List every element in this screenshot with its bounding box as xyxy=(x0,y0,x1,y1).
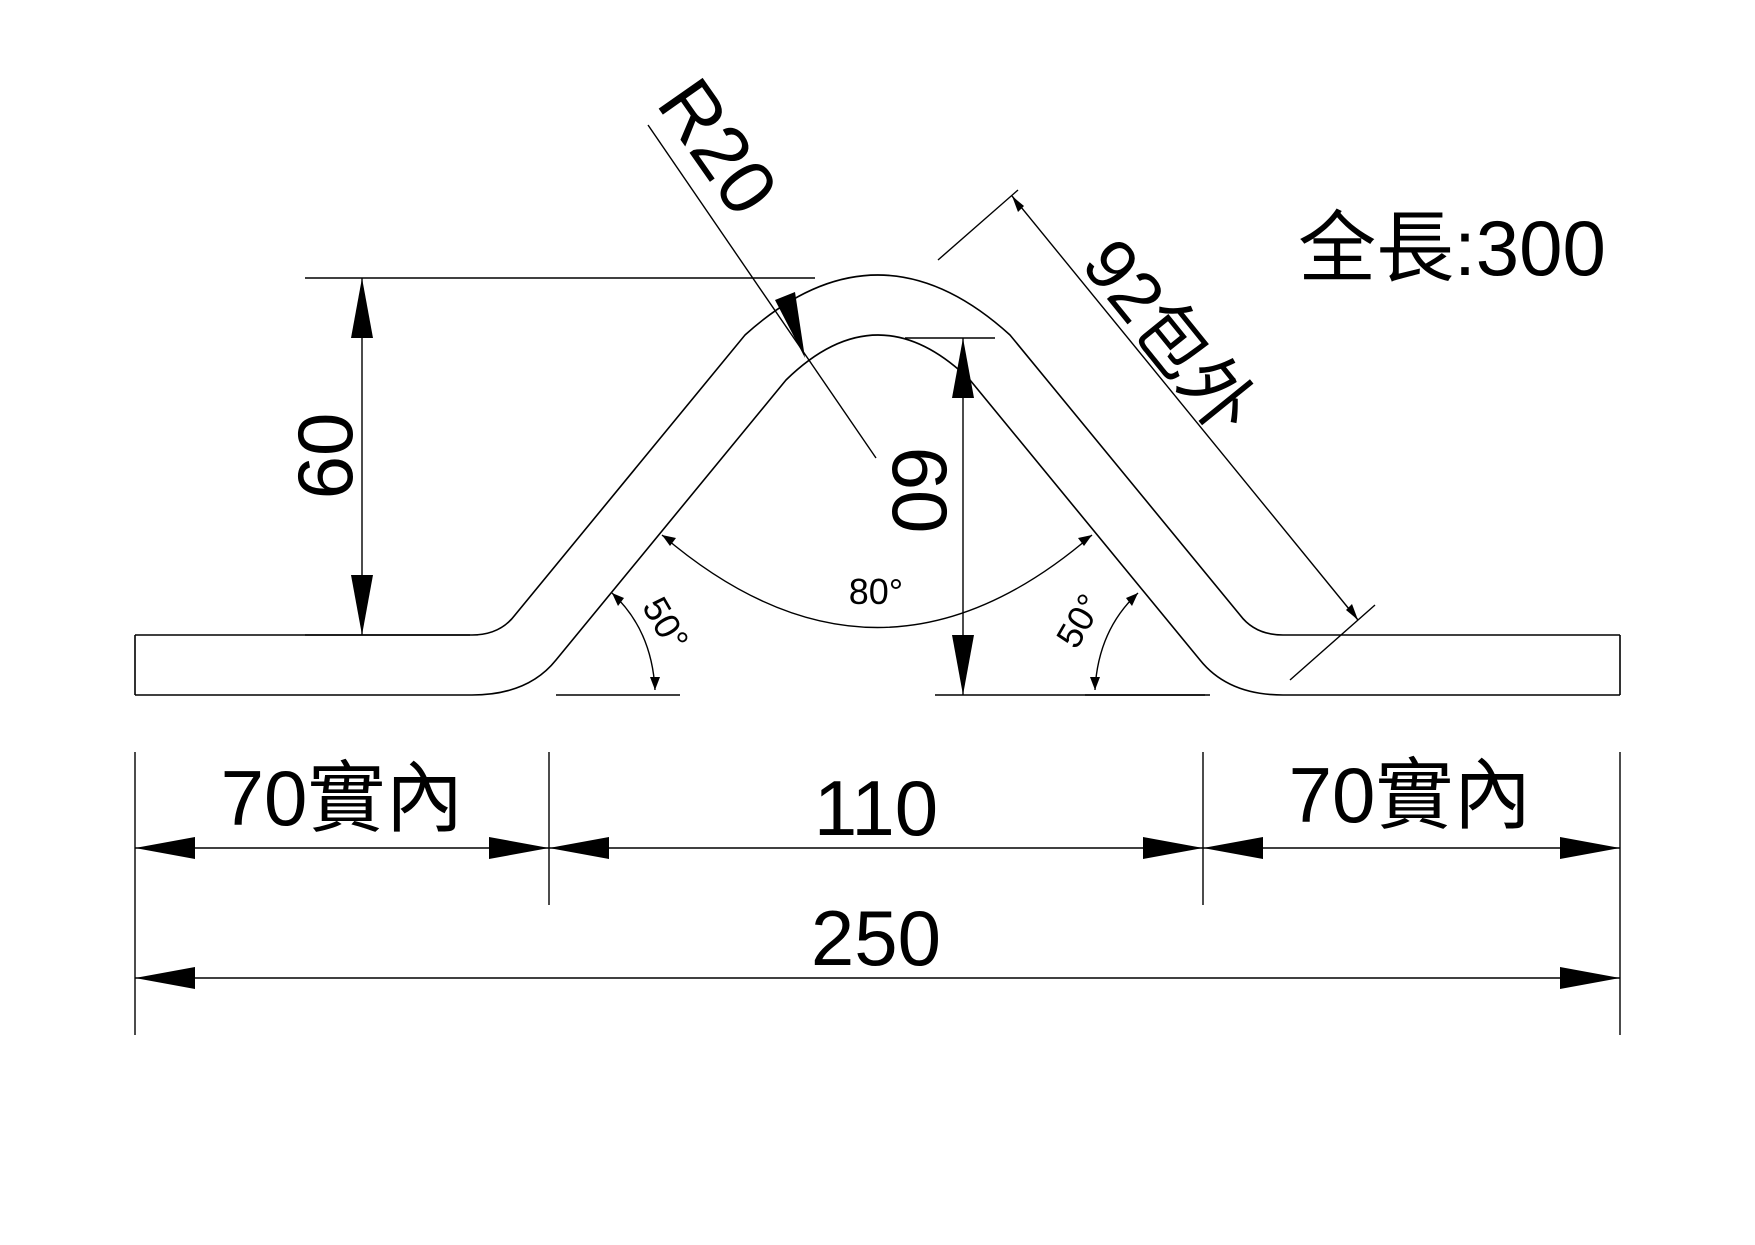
radius-leader-line xyxy=(647,124,877,459)
middle-span-label: 110 xyxy=(814,764,938,852)
right-flange-arrow-right xyxy=(1560,837,1620,859)
middle-span-arrow-right xyxy=(1143,837,1203,859)
radius-arrow xyxy=(775,292,805,358)
right-angle-dimension: 50° xyxy=(1048,587,1205,696)
left-height-arrow-top xyxy=(351,278,373,338)
total-length-note: 全長:300 xyxy=(1298,204,1606,292)
left-angle-label: 50° xyxy=(634,590,697,658)
inner-height-dimension: 60 xyxy=(876,337,1210,696)
apex-angle-arrow-right xyxy=(1078,535,1092,546)
inner-contour xyxy=(135,334,1620,696)
left-height-dimension: 60 xyxy=(281,277,815,636)
left-height-arrow-bottom xyxy=(351,575,373,635)
right-flange-label: 70實內 xyxy=(1289,751,1532,839)
inner-height-arrow-top xyxy=(952,338,974,398)
right-angle-label: 50° xyxy=(1048,587,1111,655)
slope-extension-bottom xyxy=(1289,604,1376,681)
left-angle-arrow-top xyxy=(612,593,624,606)
slope-arrow-bottom xyxy=(1346,604,1358,620)
slope-dim-line xyxy=(1011,195,1359,621)
slope-label: 92包外 xyxy=(1067,225,1270,449)
apex-angle-dimension: 80° xyxy=(661,534,1093,629)
radius-dimension: R20 xyxy=(641,63,877,459)
sheet-profile xyxy=(134,274,1621,696)
overall-arrow-left xyxy=(135,967,195,989)
inner-height-label: 60 xyxy=(876,447,964,534)
left-flange-arrow-left xyxy=(135,837,195,859)
left-height-label: 60 xyxy=(281,413,369,500)
apex-angle-label: 80° xyxy=(849,571,903,612)
overall-arrow-right xyxy=(1560,967,1620,989)
right-angle-arrow-bottom xyxy=(1090,677,1100,690)
right-flange-arrow-left xyxy=(1203,837,1263,859)
inner-height-arrow-bottom xyxy=(952,635,974,695)
overall-width-label: 250 xyxy=(811,894,941,982)
slope-extension-top xyxy=(937,189,1019,261)
middle-span-arrow-left xyxy=(549,837,609,859)
right-angle-arrow-top xyxy=(1126,593,1138,606)
radius-label: R20 xyxy=(641,63,795,231)
left-angle-dimension: 50° xyxy=(556,590,697,696)
outer-contour xyxy=(135,274,1620,636)
apex-angle-arc xyxy=(661,534,1093,629)
left-angle-arrow-bottom xyxy=(650,677,660,690)
horizontal-dimensions: 70實內 110 70實內 250 xyxy=(134,751,1621,1035)
slope-arrow-top xyxy=(1012,196,1024,212)
left-flange-arrow-right xyxy=(489,837,549,859)
apex-angle-arrow-left xyxy=(662,535,676,546)
left-flange-label: 70實內 xyxy=(221,754,464,842)
